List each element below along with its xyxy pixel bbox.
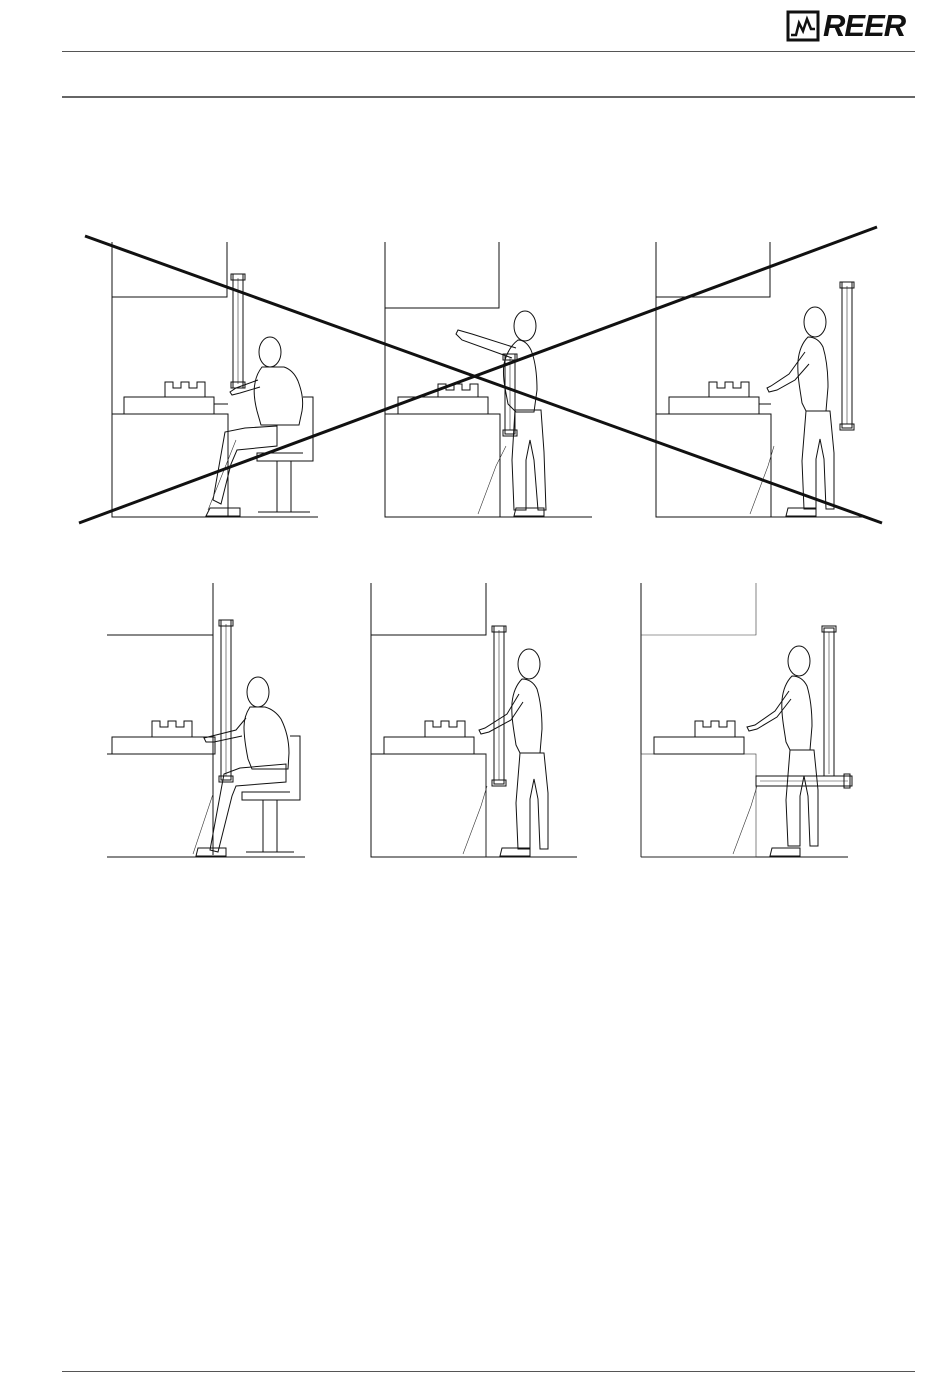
light-curtain [492, 626, 506, 786]
incorrect-cross-mark [79, 227, 882, 523]
operator-chair [257, 397, 313, 517]
panel-bottom-2 [371, 583, 577, 857]
light-curtain [219, 620, 233, 782]
light-curtain-vertical [822, 626, 836, 778]
standing-operator [750, 307, 834, 516]
panel-top-3 [656, 242, 862, 517]
light-curtain [840, 282, 854, 430]
panel-bottom-3 [641, 583, 852, 857]
operator-chair [242, 736, 300, 852]
seated-operator [206, 337, 303, 516]
standing-operator [733, 646, 818, 856]
panel-bottom-1 [107, 583, 305, 857]
panel-top-2 [385, 242, 592, 517]
seated-operator [193, 677, 289, 856]
standing-operator [463, 649, 548, 856]
